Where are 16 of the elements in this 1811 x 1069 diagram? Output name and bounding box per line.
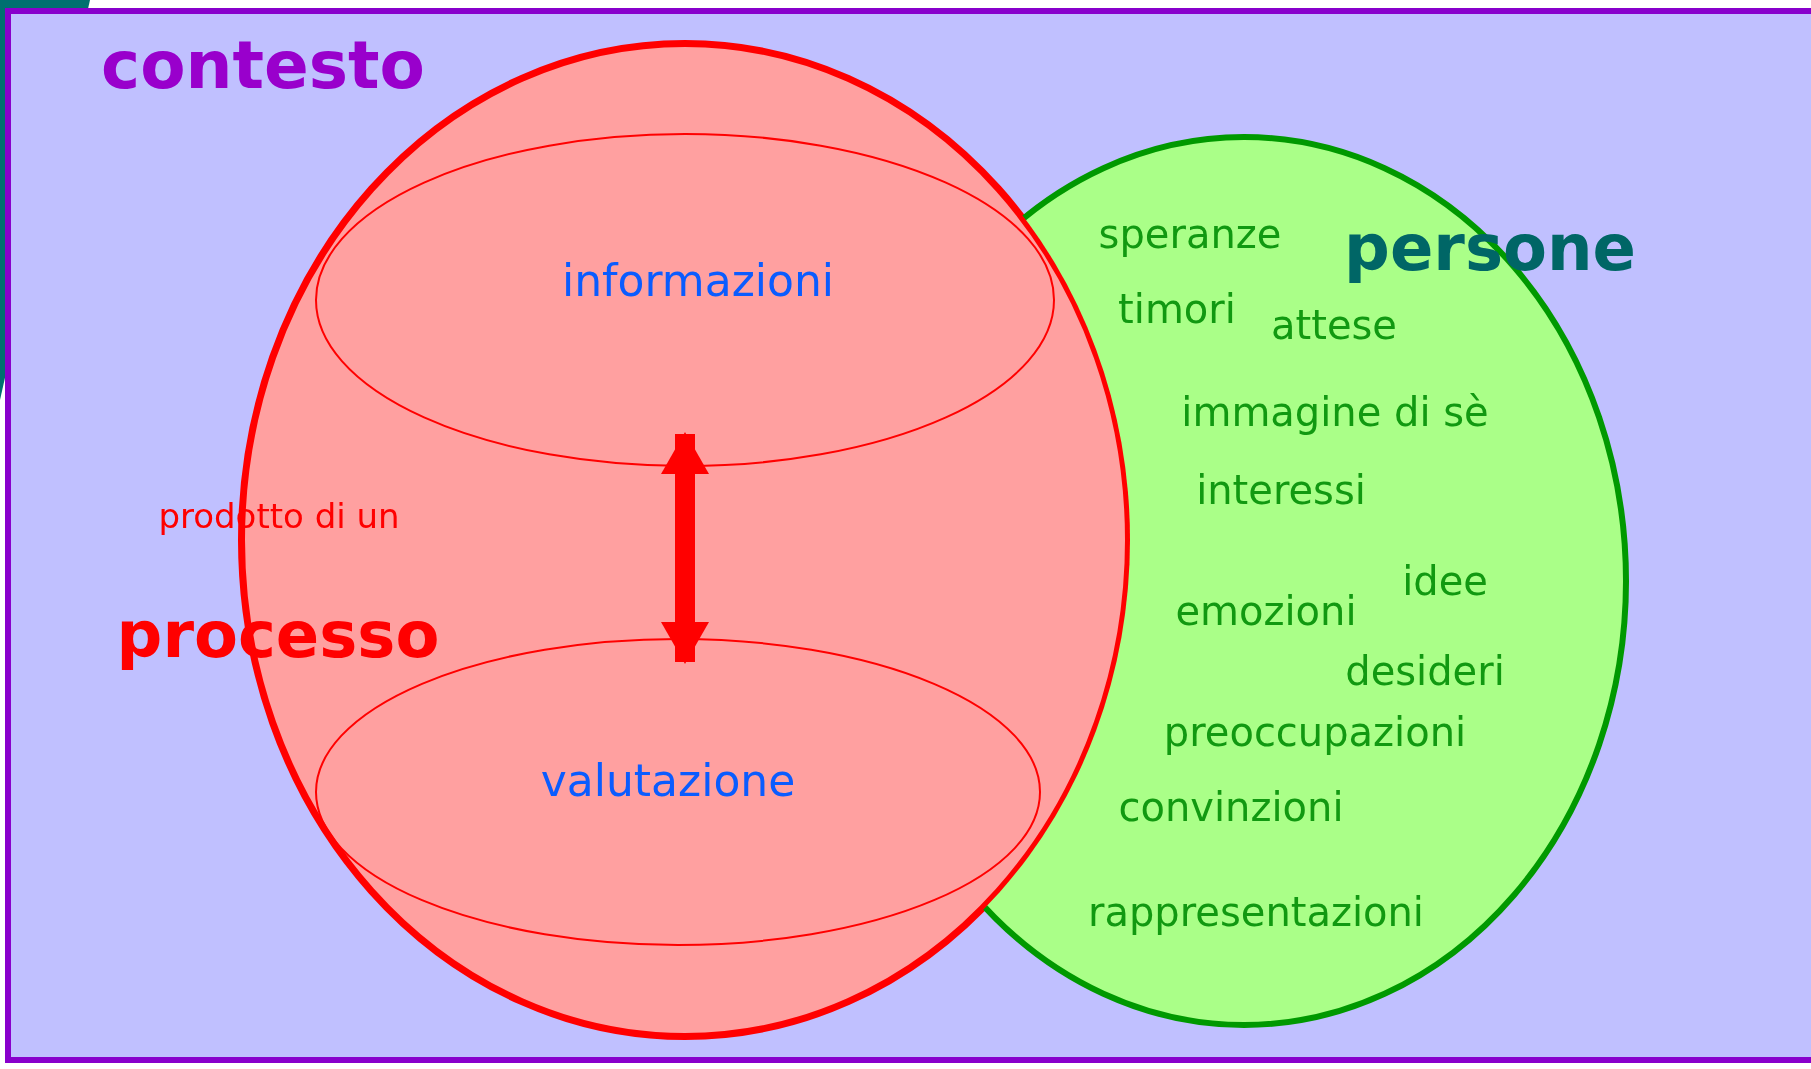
double-arrow [661,432,709,664]
keyword: immagine di sè [1181,390,1489,434]
keyword: rappresentazioni [1088,890,1424,934]
keyword: emozioni [1175,589,1357,633]
keyword: attese [1271,303,1397,347]
keyword: convinzioni [1118,785,1344,829]
context-frame [5,8,1811,1063]
keyword: interessi [1196,468,1366,512]
keyword: idee [1402,559,1488,603]
ellipse-label: valutazione [540,756,796,806]
frame-title: contesto [101,29,425,103]
keyword: desideri [1345,649,1505,693]
keyword: speranze [1098,212,1282,256]
ellipse-label: informazioni [562,256,834,306]
keyword: preoccupazioni [1163,710,1467,754]
keyword: timori [1118,287,1236,331]
